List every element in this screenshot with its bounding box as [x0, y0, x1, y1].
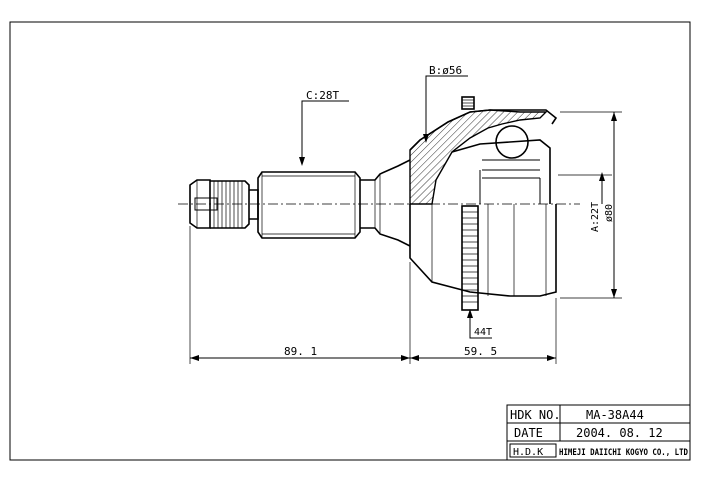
maker-logo: H.D.K [513, 447, 543, 458]
leader-spline-outer [299, 100, 349, 166]
part-number-label: HDK NO. [510, 408, 561, 422]
date-value: 2004. 08. 12 [576, 426, 663, 440]
leader-bell-outer [423, 75, 468, 143]
label-bell-outer: B:ø56 [429, 64, 462, 77]
abs-tone-ring [461, 205, 479, 311]
label-inner-spline: A:22T [590, 202, 601, 232]
date-label: DATE [514, 426, 543, 440]
leader-abs-ring [467, 309, 492, 339]
part-number-value: MA-38A44 [586, 408, 644, 422]
title-block [506, 404, 691, 461]
label-bell-diameter: ø80 [604, 204, 615, 222]
label-bell-length: 59. 5 [464, 345, 497, 358]
label-shaft-length: 89. 1 [284, 345, 317, 358]
drawing-frame [9, 21, 691, 461]
dim-shaft-length [189, 226, 411, 364]
dim-bell-diameter [560, 111, 622, 299]
bell-housing [409, 96, 558, 297]
dim-inner-spline [558, 172, 612, 204]
maker-name: HIMEJI DAIICHI KOGYO CO., LTD [559, 448, 688, 458]
dim-bell-length [410, 298, 557, 364]
label-spline-outer: C:28T [306, 89, 339, 102]
spline-shaft [257, 159, 411, 247]
label-abs-ring: 44T [474, 327, 492, 338]
ball [495, 125, 529, 159]
